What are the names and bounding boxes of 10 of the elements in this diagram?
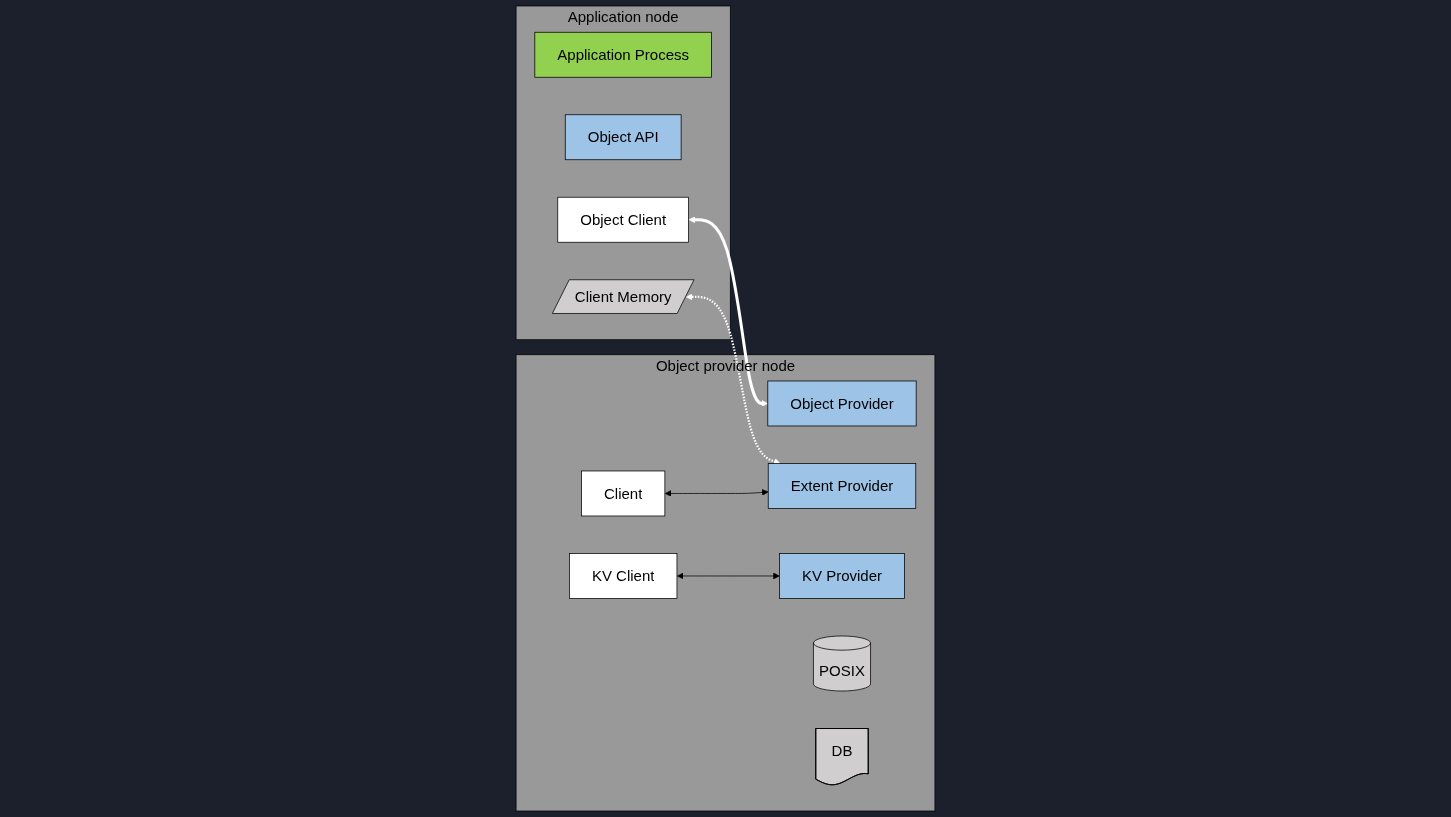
arrow — [688, 216, 769, 407]
arrow — [685, 293, 781, 465]
node-box: KV Client — [569, 553, 678, 599]
node-box: Object API — [564, 114, 682, 161]
node-box: KV Provider — [779, 553, 905, 599]
node-box: Object Client — [557, 196, 689, 243]
node-box: Extent Provider — [767, 463, 917, 509]
node-box: Object Provider — [767, 380, 917, 427]
node-box: Client — [581, 470, 666, 517]
node-box: Application Process — [534, 31, 712, 78]
